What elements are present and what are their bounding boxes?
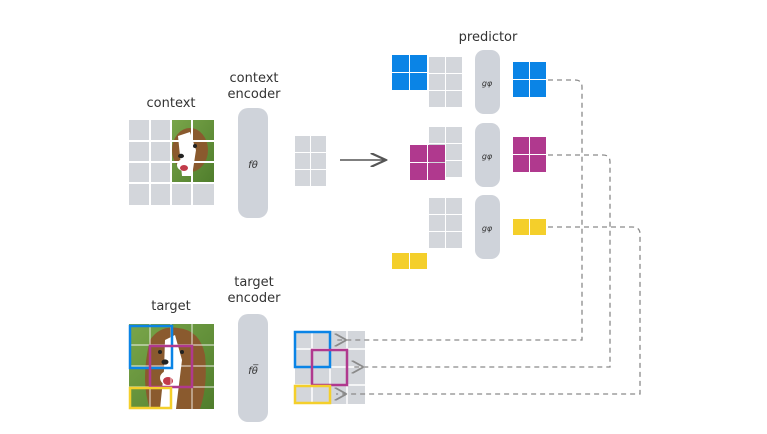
target-encoder-block: [238, 314, 268, 422]
predictor-label: predictor: [459, 30, 518, 45]
prediction-magenta: [513, 137, 546, 172]
prediction-yellow: [513, 219, 546, 235]
target-box-yellow: [128, 386, 173, 410]
predictor-row-blue: gφ: [392, 50, 546, 114]
loss-connector-magenta: [353, 154, 611, 367]
mask-token-blue: [392, 55, 427, 90]
loss-connector-blue: [336, 79, 583, 340]
loss-connector-yellow: [336, 226, 641, 394]
context-encoder-label-line1: context: [230, 71, 279, 86]
predictor-symbol-2: gφ: [482, 152, 493, 161]
predictor-block-3: [475, 195, 500, 259]
predictor-row-yellow: gφ: [392, 195, 546, 269]
target-encoder-label-line2: encoder: [228, 291, 282, 306]
context-encoder-block: [238, 108, 268, 218]
predictor-symbol-1: gφ: [482, 79, 493, 88]
target-image: [128, 324, 214, 410]
target-encoder-symbol: fθ̅: [248, 364, 259, 377]
predictor-block-2: [475, 123, 500, 187]
predictor-block-1: [475, 50, 500, 114]
predictor-input-patches-3: [429, 198, 462, 248]
prediction-blue: [513, 62, 546, 97]
context-grid-lines: [129, 120, 214, 205]
context-encoder-label-line2: encoder: [228, 87, 282, 102]
context-label: context: [147, 96, 196, 111]
target-label: target: [151, 299, 191, 314]
context-encoder-symbol: fθ: [248, 160, 258, 171]
predictor-input-patches-1: [429, 57, 462, 107]
mask-token-yellow: [392, 253, 427, 269]
predictor-row-magenta: gφ: [410, 123, 546, 187]
target-encoder-label-line1: target: [234, 275, 274, 290]
target-feature-box-yellow: [293, 384, 332, 405]
context-image: [129, 120, 214, 205]
predictor-symbol-3: gφ: [482, 224, 493, 233]
context-output-patches: [295, 136, 326, 186]
mask-token-magenta: [410, 145, 445, 180]
